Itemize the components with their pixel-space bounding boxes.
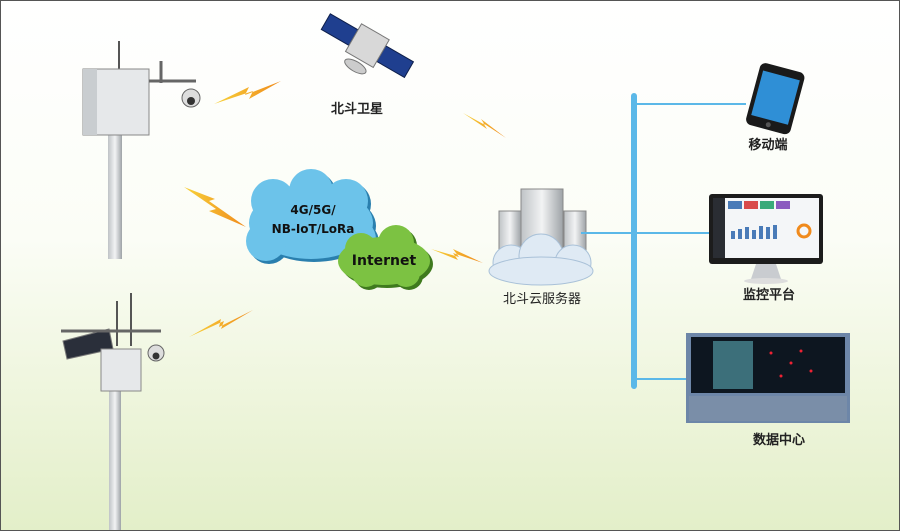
cloud-server-label: 北斗云服务器	[502, 292, 582, 307]
lightning-icon	[189, 310, 253, 337]
lightning-icon	[184, 187, 246, 227]
internet-label: Internet	[351, 253, 417, 269]
lightning-icon	[431, 249, 483, 263]
monitor-platform-label: 监控平台	[742, 288, 796, 303]
internet-cloud	[338, 225, 433, 290]
connection-bus	[581, 93, 746, 389]
mobile-label: 移动端	[748, 138, 788, 153]
data-center-label: 数据中心	[752, 433, 806, 448]
wireless-line-1: 4G/5G/	[290, 203, 336, 217]
wireless-signal-icons	[184, 81, 506, 337]
monitoring-pole-1	[82, 41, 201, 259]
satellite-label: 北斗卫星	[330, 102, 384, 117]
wireless-network-text: 4G/5G/ NB-IoT/LoRa	[272, 201, 355, 239]
mobile-phone-icon	[746, 63, 805, 135]
cloud-server-icon	[488, 188, 594, 286]
monitor-platform-icon	[709, 194, 823, 284]
lightning-icon	[214, 81, 281, 104]
monitoring-pole-2	[61, 293, 165, 530]
data-center-icon	[686, 333, 850, 423]
wireless-line-2: NB-IoT/LoRa	[271, 222, 355, 236]
satellite-icon	[320, 13, 415, 79]
lightning-icon	[463, 113, 506, 138]
